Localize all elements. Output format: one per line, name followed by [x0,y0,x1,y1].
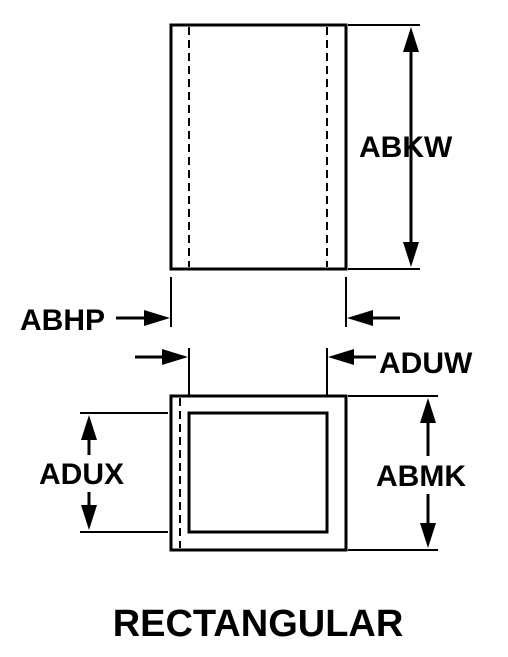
end-view [169,394,348,552]
side-view-outline [169,23,348,271]
abmk-label: ABMK [376,460,466,493]
diagram-caption: RECTANGULAR [113,603,404,645]
abmk-arrowhead-bottom [420,523,436,548]
abkw-arrowhead-top [403,27,419,52]
abhp-arrowhead-right [347,310,373,326]
abmk-dimension [348,395,438,551]
aduw-arrowhead-left [162,349,188,365]
side-view [169,23,348,271]
end-view-outer-outline [169,394,348,552]
abhp-label: ABHP [20,304,105,337]
end-view-inner-outline [187,411,329,534]
adux-arrowhead-bottom [81,505,97,530]
aduw-label: ADUW [379,347,473,380]
adux-label: ADUX [39,458,124,491]
abkw-label: ABKW [359,131,453,164]
abkw-arrowhead-bottom [403,242,419,267]
aduw-arrowhead-right [328,349,354,365]
adux-dimension [80,412,168,533]
adux-arrowhead-top [81,415,97,440]
abhp-arrowhead-left [144,310,170,326]
abkw-dimension [348,24,420,270]
abmk-arrowhead-top [420,398,436,423]
aduw-dimension [135,348,376,395]
abhp-dimension [116,277,400,327]
